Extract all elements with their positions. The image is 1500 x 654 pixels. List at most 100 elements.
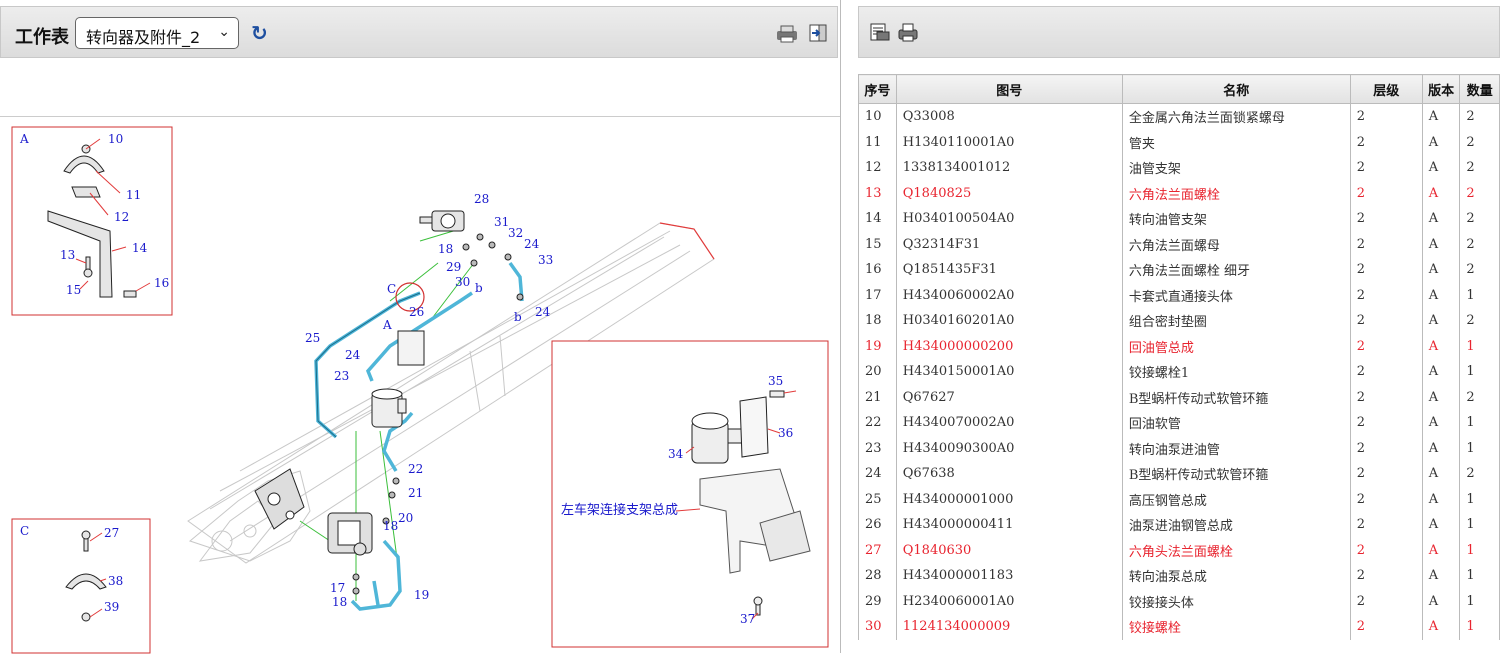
cell-no: 23 [858, 435, 897, 461]
part-number-label[interactable]: 38 [108, 574, 123, 588]
part-number-label[interactable]: 32 [508, 226, 523, 240]
column-header-no[interactable]: 序号 [858, 74, 897, 104]
cell-level: 2 [1349, 461, 1423, 487]
cell-name: 铰接接头体 [1121, 588, 1351, 614]
part-number-label[interactable]: 19 [414, 588, 429, 602]
cell-name: 油泵进油钢管总成 [1121, 512, 1351, 538]
cell-level: 2 [1349, 231, 1423, 257]
part-number-label[interactable]: b [514, 310, 522, 324]
column-header-version[interactable]: 版本 [1421, 74, 1461, 104]
cell-name: 铰接螺栓 [1121, 614, 1351, 640]
part-number-label[interactable]: 35 [768, 374, 783, 388]
part-number-label[interactable]: 24 [524, 237, 540, 251]
part-number-label[interactable]: 13 [60, 248, 75, 262]
part-number-label[interactable]: 16 [154, 276, 169, 290]
refresh-icon[interactable]: ↻ [251, 23, 268, 45]
worksheet-select[interactable]: 转向器及附件_2 ⌄ [75, 17, 239, 49]
part-number-label[interactable]: 27 [104, 526, 119, 540]
cell-no: 15 [858, 231, 897, 257]
part-number-label[interactable]: 22 [408, 462, 423, 476]
part-number-label[interactable]: 14 [132, 241, 148, 255]
part-number-label[interactable]: 24 [345, 348, 361, 362]
cell-level: 2 [1349, 282, 1423, 308]
print-icon[interactable] [775, 25, 799, 43]
print-drawing-icon[interactable] [897, 21, 919, 43]
cell-qty: 2 [1459, 461, 1500, 487]
part-number-label[interactable]: 26 [409, 305, 424, 319]
print-list-icon[interactable] [869, 21, 891, 43]
cell-code: H4340070002A0 [895, 410, 1123, 436]
cell-code: Q1851435F31 [895, 257, 1123, 283]
part-number-label[interactable]: 33 [538, 253, 553, 267]
cell-code: H434000000411 [895, 512, 1123, 538]
part-number-label[interactable]: 28 [474, 192, 489, 206]
part-number-label[interactable]: 15 [66, 283, 81, 297]
part-number-label[interactable]: 24 [535, 305, 551, 319]
hose-lines [314, 261, 524, 611]
part-number-label[interactable]: 39 [104, 600, 119, 614]
cell-no: 18 [858, 308, 897, 334]
part-number-label[interactable]: 34 [668, 447, 684, 461]
part-number-label[interactable]: 31 [494, 215, 509, 229]
part-number-label[interactable]: 18 [383, 519, 398, 533]
steering-pump [419, 210, 465, 232]
column-header-code[interactable]: 图号 [895, 74, 1123, 104]
cell-level: 2 [1349, 103, 1423, 130]
part-number-label[interactable]: 30 [455, 275, 470, 289]
exit-icon[interactable] [809, 24, 827, 42]
cell-qty: 1 [1459, 486, 1500, 512]
part-number-label[interactable]: A [382, 318, 392, 332]
part-number-label[interactable]: 17 [330, 581, 345, 595]
cell-level: 2 [1349, 512, 1423, 538]
part-number-label[interactable]: 21 [408, 486, 423, 500]
part-number-label[interactable]: C [387, 282, 396, 296]
part-number-label[interactable]: b [475, 281, 483, 295]
part-number-label[interactable]: 10 [108, 132, 123, 146]
cell-name: 转向油泵总成 [1121, 563, 1351, 589]
column-header-level[interactable]: 层级 [1349, 74, 1423, 104]
cell-name: B型蜗杆传动式软管环箍 [1121, 384, 1351, 410]
cell-qty: 1 [1459, 359, 1500, 385]
part-number-label[interactable]: 36 [778, 426, 793, 440]
worksheet-select-value: 转向器及附件_2 [86, 28, 201, 47]
column-header-name[interactable]: 名称 [1121, 74, 1351, 104]
cell-no: 28 [858, 563, 897, 589]
part-number-label[interactable]: 20 [398, 511, 413, 525]
part-number-label[interactable]: 29 [446, 260, 461, 274]
part-number-label[interactable]: 12 [114, 210, 129, 224]
worksheet-label: 工作表 [15, 27, 69, 48]
cell-level: 2 [1349, 588, 1423, 614]
cell-level: 2 [1349, 537, 1423, 563]
part-number-label[interactable]: 23 [334, 369, 349, 383]
part-number-label[interactable]: 11 [126, 188, 141, 202]
column-header-qty[interactable]: 数量 [1459, 74, 1500, 104]
cell-level: 2 [1349, 614, 1423, 640]
cell-no: 14 [858, 206, 897, 232]
exploded-parts-drawing[interactable]: A 10 11 12 14 13 16 15 C [0, 116, 840, 654]
part-number-label[interactable]: 37 [740, 612, 755, 626]
part-number-label[interactable]: 18 [332, 595, 347, 609]
part-number-label[interactable]: 18 [438, 242, 453, 256]
part-number-label[interactable]: 25 [305, 331, 320, 345]
